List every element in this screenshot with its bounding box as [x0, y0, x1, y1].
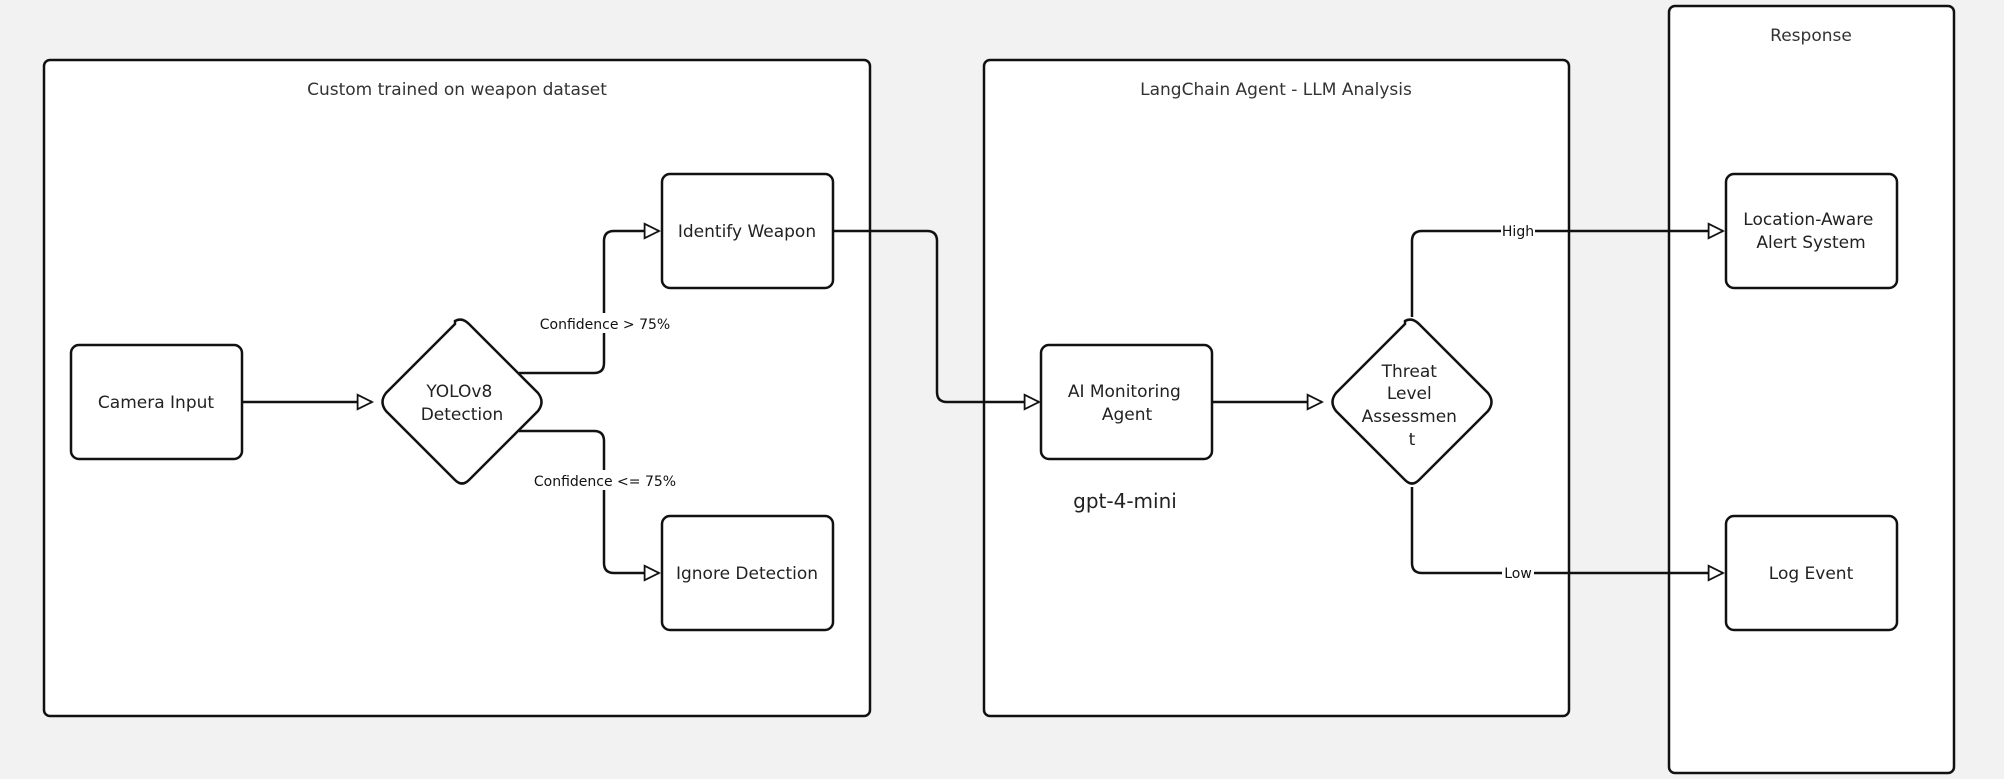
node-agent-label: AI Monitoring Agent	[1068, 382, 1186, 425]
group-yolo-title: Custom trained on weapon dataset	[307, 80, 607, 100]
node-ignore-detection: Ignore Detection	[660, 514, 835, 632]
edge-label-high: High	[1501, 221, 1535, 241]
node-threat-level-assessment: Threat Level Assessmen t	[1331, 318, 1493, 485]
node-yolo-label: YOLOv8 Detection	[421, 382, 504, 425]
node-camera-label: Camera Input	[98, 393, 214, 413]
edge-label-conf-high-text: Confidence > 75%	[540, 317, 670, 333]
node-log-label: Log Event	[1769, 564, 1854, 584]
node-identify-label: Identify Weapon	[678, 222, 816, 242]
edge-label-conf-low-text: Confidence <= 75%	[534, 474, 676, 490]
node-identify-weapon: Identify Weapon	[660, 172, 835, 290]
edge-label-low-text: Low	[1504, 566, 1532, 582]
node-camera-input: Camera Input	[69, 343, 244, 461]
group-langchain-title: LangChain Agent - LLM Analysis	[1140, 80, 1412, 100]
edge-label-conf-low: Confidence <= 75%	[534, 470, 676, 490]
group-response-title: Response	[1770, 26, 1852, 46]
edge-yolo-to-identify	[519, 231, 659, 375]
node-ai-monitoring-agent: AI Monitoring Agent	[1039, 343, 1214, 461]
node-location-aware-alert: Location-Aware Alert System	[1724, 172, 1899, 290]
node-ignore-label: Ignore Detection	[676, 564, 818, 584]
model-note: gpt-4-mini	[1073, 489, 1177, 513]
edge-threat-to-log	[1410, 487, 1723, 573]
edge-threat-to-alert	[1410, 231, 1723, 317]
edge-yolo-to-ignore	[519, 429, 659, 573]
node-threat-label: Threat Level Assessmen t	[1362, 362, 1463, 450]
node-alert-label: Location-Aware Alert System	[1743, 210, 1878, 253]
group-langchain-agent: LangChain Agent - LLM Analysis	[982, 58, 1571, 718]
edge-label-high-text: High	[1502, 224, 1534, 240]
group-langchain-box	[982, 58, 1571, 718]
group-response-box	[1667, 4, 1956, 775]
edge-label-conf-high: Confidence > 75%	[540, 313, 670, 333]
node-yolo-detection: YOLOv8 Detection	[381, 318, 543, 485]
edge-identify-to-agent	[833, 229, 1039, 402]
node-log-event: Log Event	[1724, 514, 1899, 632]
edge-label-low: Low	[1502, 563, 1534, 583]
group-response: Response	[1667, 4, 1956, 775]
